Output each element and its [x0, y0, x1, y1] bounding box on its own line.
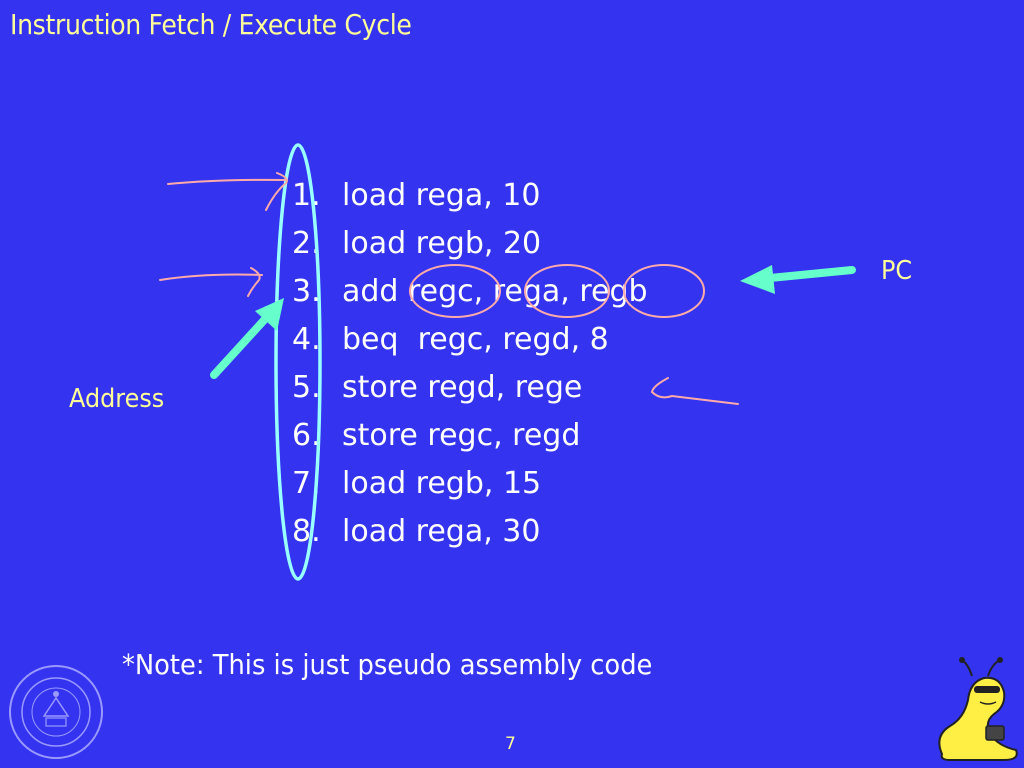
line-number: 5.	[292, 370, 321, 405]
instruction: load rega, 30	[342, 514, 541, 549]
line-number: 3.	[292, 274, 321, 309]
address-arrow-head	[255, 298, 284, 331]
instruction: store regd, rege	[342, 370, 583, 405]
slide-title: Instruction Fetch / Execute Cycle	[10, 8, 412, 41]
code-line-5: 5. store regd, rege	[292, 364, 648, 412]
instruction: beq regc, regd, 8	[342, 322, 609, 357]
address-label: Address	[69, 384, 165, 414]
pseudo-code-list: 1. load rega, 10 2. load regb, 20 3. add re…	[292, 172, 648, 556]
pseudo-code-note: *Note: This is just pseudo assembly code	[122, 648, 653, 681]
instruction: load regb, 15	[342, 466, 542, 501]
instruction: store regc, regd	[342, 418, 581, 453]
hand-arrow-line-1	[167, 172, 288, 211]
code-line-2: 2. load regb, 20	[292, 220, 648, 268]
code-line-1: 1. load rega, 10	[292, 172, 648, 220]
pc-label: PC	[881, 256, 913, 286]
instruction: load rega, 10	[342, 178, 541, 213]
code-line-4: 4. beq regc, regd, 8	[292, 316, 648, 364]
code-line-6: 6. store regc, regd	[292, 412, 648, 460]
hand-arrow-line-5	[650, 377, 739, 405]
pc-arrow-shaft	[766, 266, 856, 282]
slug-mascot-logo	[938, 657, 1018, 761]
code-line-8: 8. load rega, 30	[292, 508, 648, 556]
line-number: 8.	[292, 514, 321, 549]
code-line-7: 7. load regb, 15	[292, 460, 648, 508]
line-number: 1.	[292, 178, 321, 213]
hand-arrow-line-3	[159, 267, 263, 297]
line-number: 4.	[292, 322, 321, 357]
instruction: load regb, 20	[342, 226, 542, 261]
page-number: 7	[505, 734, 516, 754]
instruction: add regc, rega, regb	[342, 274, 648, 309]
code-line-3: 3. add regc, rega, regb	[292, 268, 648, 316]
line-number: 2.	[292, 226, 321, 261]
line-number: 6.	[292, 418, 321, 453]
address-arrow-shaft	[210, 314, 270, 379]
pc-arrow-head	[740, 265, 775, 294]
university-seal-logo	[9, 665, 103, 759]
line-number: 7.	[292, 466, 321, 501]
